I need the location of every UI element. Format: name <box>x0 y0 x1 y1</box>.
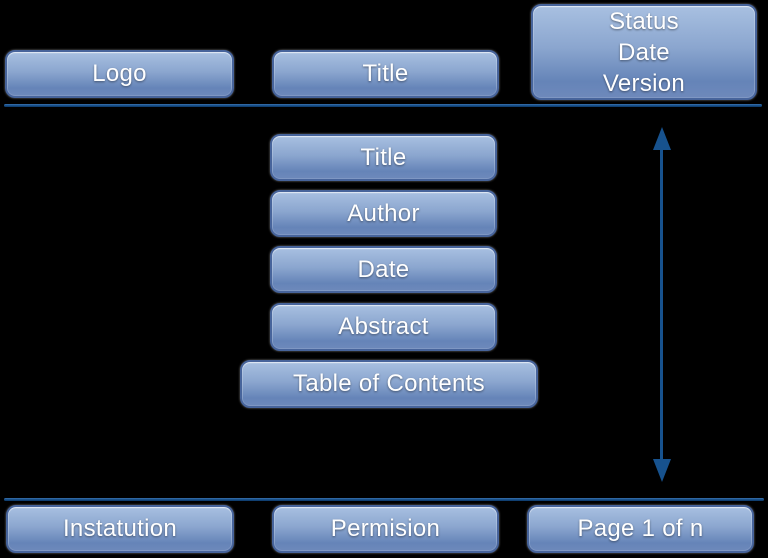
date-box: Date <box>270 246 497 293</box>
table-of-contents-box: Table of Contents <box>240 360 538 408</box>
status-line: Status <box>609 7 679 35</box>
page-number-box: Page 1 of n <box>527 505 754 553</box>
arrowhead-up-icon <box>653 127 671 150</box>
permission-box: Permision <box>272 505 499 553</box>
date-line: Date <box>618 38 670 66</box>
logo-box: Logo <box>5 50 234 98</box>
version-line: Version <box>602 69 686 97</box>
body-title-box: Title <box>270 134 497 181</box>
footer-divider-line <box>4 498 764 501</box>
author-box: Author <box>270 190 497 237</box>
arrowhead-down-icon <box>653 459 671 482</box>
abstract-box: Abstract <box>270 303 497 351</box>
header-title-box: Title <box>272 50 499 98</box>
institution-box: Instatution <box>6 505 234 553</box>
status-date-version-box: Status Date Version <box>531 4 757 100</box>
arrow-shaft <box>660 147 663 463</box>
header-divider-line <box>4 104 762 107</box>
